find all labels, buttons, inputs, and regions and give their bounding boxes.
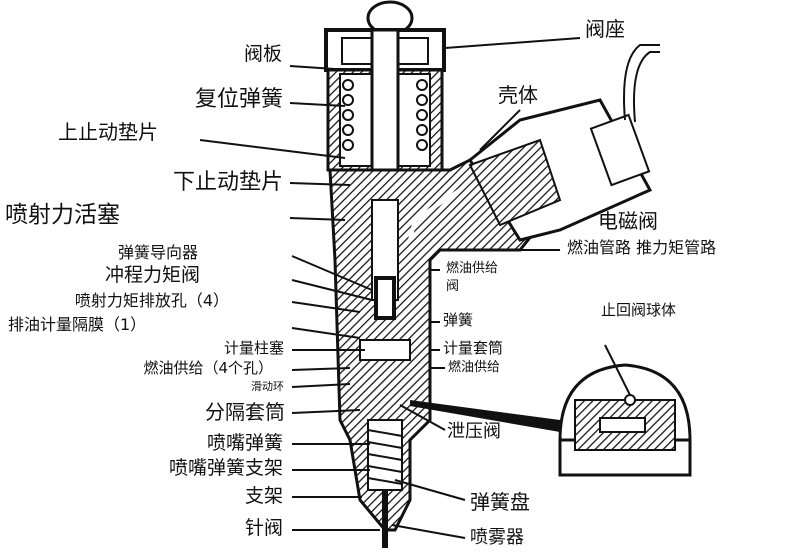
label-fuel-supply-valve-line1: 燃油供给 [446,261,499,276]
label-solenoid-valve: 电磁阀 [598,209,658,233]
solenoid-valve [468,44,660,242]
label-fuel-supply-valve-line2: 阀 [446,279,460,294]
label-valve-seat: 阀座 [585,17,625,41]
label-stroke-torque-valve: 冲程力矩阀 [104,264,200,286]
leader-lines [199,37,581,539]
label-lower-stop-shim: 下止动垫片 [172,170,283,195]
check-valve-inset [410,344,692,477]
label-spring-seat: 弹簧盘 [470,490,530,514]
label-nozzle-spring-holder: 喷嘴弹簧支架 [168,457,283,479]
label-metering-sleeve: 计量套筒 [443,339,504,357]
label-holder: 支架 [244,485,283,507]
label-check-valve-ball: 止回阀球体 [601,301,677,319]
label-return-spring: 复位弹簧 [194,87,283,112]
label-fuel-supply: 燃油供给 [448,360,501,375]
label-metering-diaphragm: 排油计量隔膜（1） [8,315,147,334]
label-sliding-ring: 滑动环 [251,380,284,393]
label-nozzle-spring: 喷嘴弹簧 [206,432,283,454]
label-spring: 弹簧 [443,311,474,329]
label-needle-valve: 针阀 [244,517,283,539]
label-injection-piston: 喷射力活塞 [5,202,120,228]
label-fuel-and-torque-lines: 燃油管路 推力矩管路 [567,238,717,257]
label-valve-plate: 阀板 [243,43,282,65]
label-relief-valve: 泄压阀 [447,421,501,442]
label-separator-sleeve: 分隔套筒 [205,400,285,424]
label-atomizer: 喷雾器 [470,527,524,548]
label-upper-stop-shim: 上止动垫片 [58,120,158,144]
label-metering-plunger: 计量柱塞 [223,339,284,357]
label-spring-guide: 弹簧导向器 [117,243,198,262]
label-housing: 壳体 [498,83,538,107]
label-fuel-supply-holes: 燃油供给（4个孔） [143,359,273,377]
label-drain-holes: 喷射力矩排放孔（4） [74,291,229,310]
